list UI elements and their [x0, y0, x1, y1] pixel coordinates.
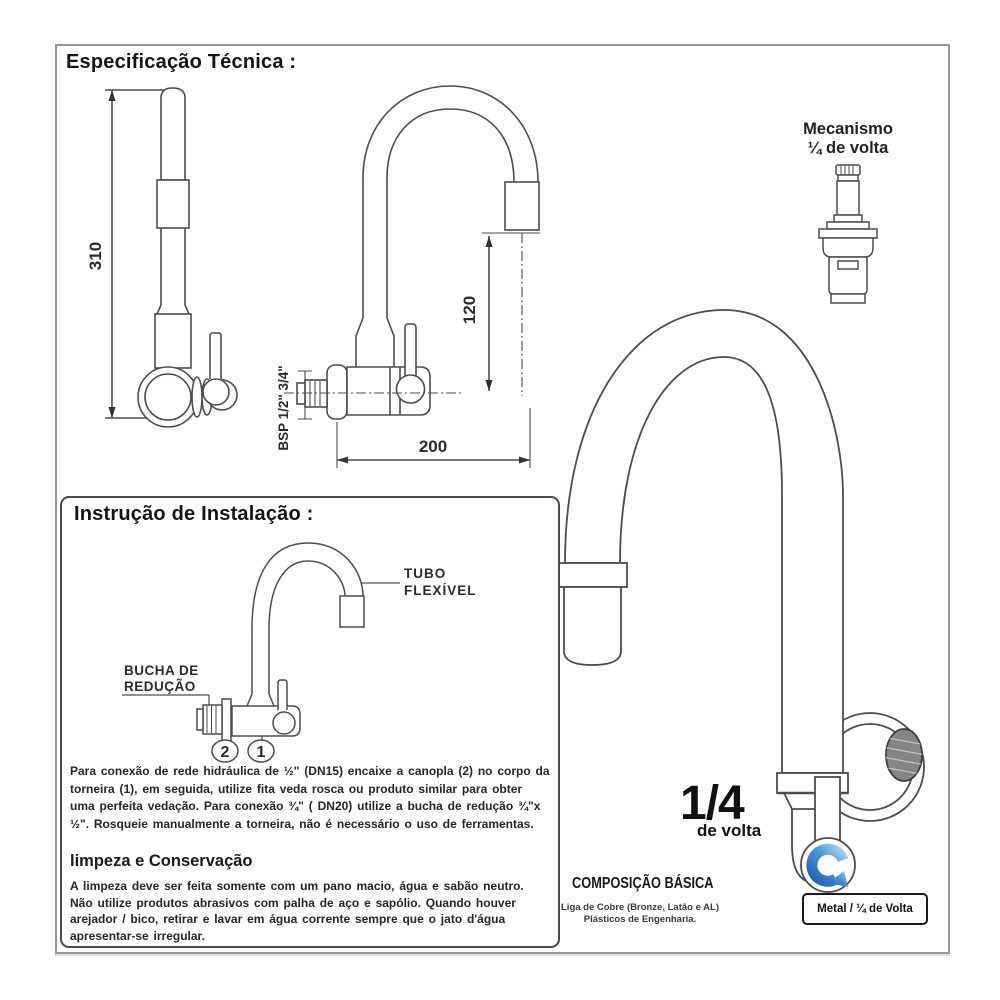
- quarter-turn-swirl-icon: [806, 843, 849, 887]
- marker-2: 2: [221, 744, 230, 761]
- composition-line2: Plásticos de Engenharia.: [583, 914, 697, 925]
- material-badge-label: Metal / ¼ de Volta: [817, 903, 913, 915]
- quarter-turn-fraction: 1/4: [680, 777, 745, 830]
- installation-diagram: TUBO FLEXÍVEL BUCHA DE REDUÇÃO 2 1: [122, 542, 477, 763]
- composition-line1: Liga de Cobre (Bronze, Latão e AL): [561, 902, 719, 913]
- faucet-side-view-drawing: 310: [86, 87, 238, 428]
- cleaning-subheading: limpeza e Conservação: [70, 852, 253, 870]
- mechanism-label-line1: Mecanismo: [803, 120, 893, 138]
- tubo-label-line1: TUBO: [404, 566, 446, 581]
- installation-paragraph: Para conexão de rede hidráulica de ½" (D…: [70, 764, 550, 831]
- dim-bsp-label: BSP 1/2" 3/4": [276, 365, 291, 450]
- composition-title: COMPOSIÇÃO BÁSICA: [572, 875, 714, 892]
- mechanism-label-line2: ¼ de volta: [807, 139, 889, 157]
- bucha-label-line1: BUCHA DE: [124, 663, 199, 678]
- quarter-turn-cartridge-drawing: [818, 164, 878, 304]
- faucet-front-view-drawing: 120 200 BSP 1/2" 3/4": [276, 85, 540, 468]
- technical-spec-title: Especificação Técnica :: [66, 51, 297, 73]
- installation-box-border: [60, 496, 560, 948]
- faucet-perspective-drawing: [557, 309, 925, 893]
- cleaning-paragraph: A limpeza deve ser feita somente com um …: [70, 879, 524, 943]
- mechanism-label: Mecanismo ¼ de volta: [770, 120, 926, 158]
- dim-310-label: 310: [86, 242, 105, 270]
- tubo-label-line2: FLEXÍVEL: [404, 583, 477, 598]
- dim-120-label: 120: [460, 296, 479, 324]
- installation-title: Instrução de Instalação :: [74, 503, 314, 525]
- bucha-label-line2: REDUÇÃO: [124, 679, 196, 694]
- quarter-turn-subtext: de volta: [697, 821, 762, 840]
- marker-1: 1: [257, 744, 266, 761]
- dim-200-label: 200: [419, 437, 447, 456]
- material-badge: Metal / ¼ de Volta: [802, 893, 928, 925]
